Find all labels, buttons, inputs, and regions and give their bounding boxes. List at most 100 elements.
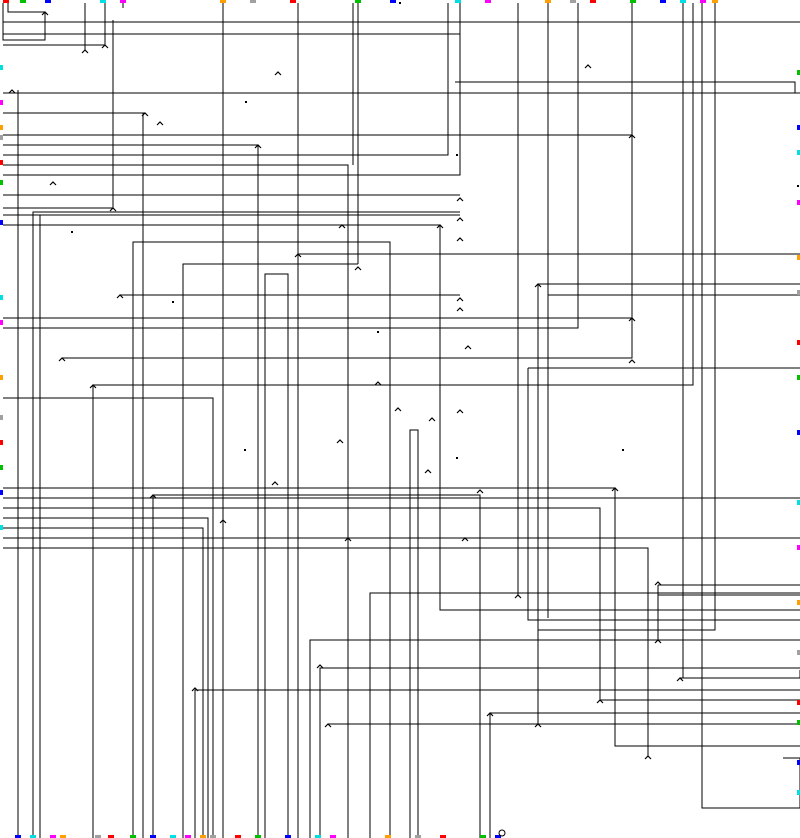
arrow-marker-icon (654, 639, 662, 644)
pin-bottom (330, 835, 336, 838)
arrow-marker-icon (456, 197, 464, 202)
pin-bottom (255, 835, 261, 838)
pin-right (797, 125, 800, 130)
endpoint-circle-icon (498, 829, 506, 837)
pin-top (712, 0, 718, 3)
pin-right (797, 720, 800, 725)
wire-segment (3, 3, 633, 136)
wire-segment (3, 3, 461, 35)
pin-bottom (200, 835, 206, 838)
pin-bottom (130, 835, 136, 838)
wire-segment (3, 527, 204, 838)
arrow-marker-icon (436, 224, 444, 229)
arrow-marker-icon (476, 489, 484, 494)
pin-bottom (315, 835, 321, 838)
pin-bottom (60, 835, 66, 838)
wire-segment (264, 273, 289, 838)
arrow-marker-icon (428, 417, 436, 422)
pin-right (797, 255, 800, 260)
arrow-marker-icon (464, 345, 472, 350)
pin-bottom (95, 835, 101, 838)
pin-bottom (235, 835, 241, 838)
wire-layer (2, 3, 800, 838)
pin-top (680, 0, 686, 3)
pin-right (797, 430, 800, 435)
pin-top (590, 0, 596, 3)
arrow-marker-icon (514, 594, 522, 599)
arrow-marker-icon (534, 283, 542, 288)
pin-top (630, 0, 636, 3)
arrow-marker-icon (191, 687, 199, 692)
wire-segment (3, 547, 649, 756)
wire-segment (527, 368, 800, 621)
pin-right (797, 375, 800, 380)
wire-segment (152, 494, 481, 838)
pin-bottom (170, 835, 176, 838)
junction-dot (71, 231, 73, 233)
pin-top (290, 0, 296, 3)
pin-bottom (150, 835, 156, 838)
wire-segment (3, 487, 800, 747)
pin-top (250, 0, 256, 3)
junction-dot (456, 154, 458, 156)
arrow-marker-icon (324, 723, 332, 728)
wire-segment (3, 164, 349, 838)
pin-right (797, 600, 800, 605)
pin-left (0, 415, 3, 420)
pin-top (45, 0, 51, 3)
pin-left (0, 180, 3, 185)
wire-segment (182, 263, 358, 838)
pin-top (120, 0, 126, 3)
arrow-marker-icon (628, 134, 636, 139)
arrow-marker-icon (254, 144, 262, 149)
arrow-marker-icon (394, 407, 402, 412)
arrow-marker-icon (424, 469, 432, 474)
pin-right (797, 500, 800, 505)
arrow-marker-icon (156, 121, 164, 126)
arrow-marker-icon (456, 297, 464, 302)
arrow-marker-icon (654, 581, 662, 586)
wire-segment (32, 211, 460, 838)
arrow-marker-icon (49, 181, 57, 186)
arrow-marker-icon (336, 439, 344, 444)
arrow-marker-icon (344, 537, 352, 542)
arrow-marker-icon (644, 755, 652, 760)
pin-bottom (108, 835, 114, 838)
pin-left (0, 375, 3, 380)
junction-dot (456, 457, 458, 459)
pin-bottom (385, 835, 391, 838)
wire-segment (3, 3, 461, 176)
arrow-marker-icon (271, 481, 279, 486)
pin-bottom (285, 835, 291, 838)
arrow-marker-icon (628, 359, 636, 364)
marker-layer (8, 2, 799, 837)
arrow-marker-icon (456, 237, 464, 242)
pin-bottom (50, 835, 56, 838)
arrow-marker-icon (316, 664, 324, 669)
arrow-marker-icon (8, 89, 16, 94)
wire-segment (3, 3, 449, 156)
junction-dot (622, 449, 624, 451)
wire-segment (680, 670, 800, 679)
junction-dot (244, 449, 246, 451)
pin-left (0, 440, 3, 445)
pin-right (797, 760, 800, 765)
wire-segment (409, 429, 419, 838)
pin-left (0, 135, 3, 140)
arrow-marker-icon (294, 253, 302, 258)
pin-right (797, 150, 800, 155)
pin-top (3, 0, 9, 3)
pin-left (0, 160, 3, 165)
arrow-marker-icon (109, 207, 117, 212)
pin-bottom (30, 835, 36, 838)
pin-left (0, 525, 3, 530)
pin-top (220, 0, 226, 3)
pin-right (797, 790, 800, 795)
arrow-marker-icon (101, 44, 109, 49)
pin-bottom (185, 835, 191, 838)
pin-top (700, 0, 706, 3)
pin-bottom (415, 835, 421, 838)
wire-segment (538, 3, 716, 631)
